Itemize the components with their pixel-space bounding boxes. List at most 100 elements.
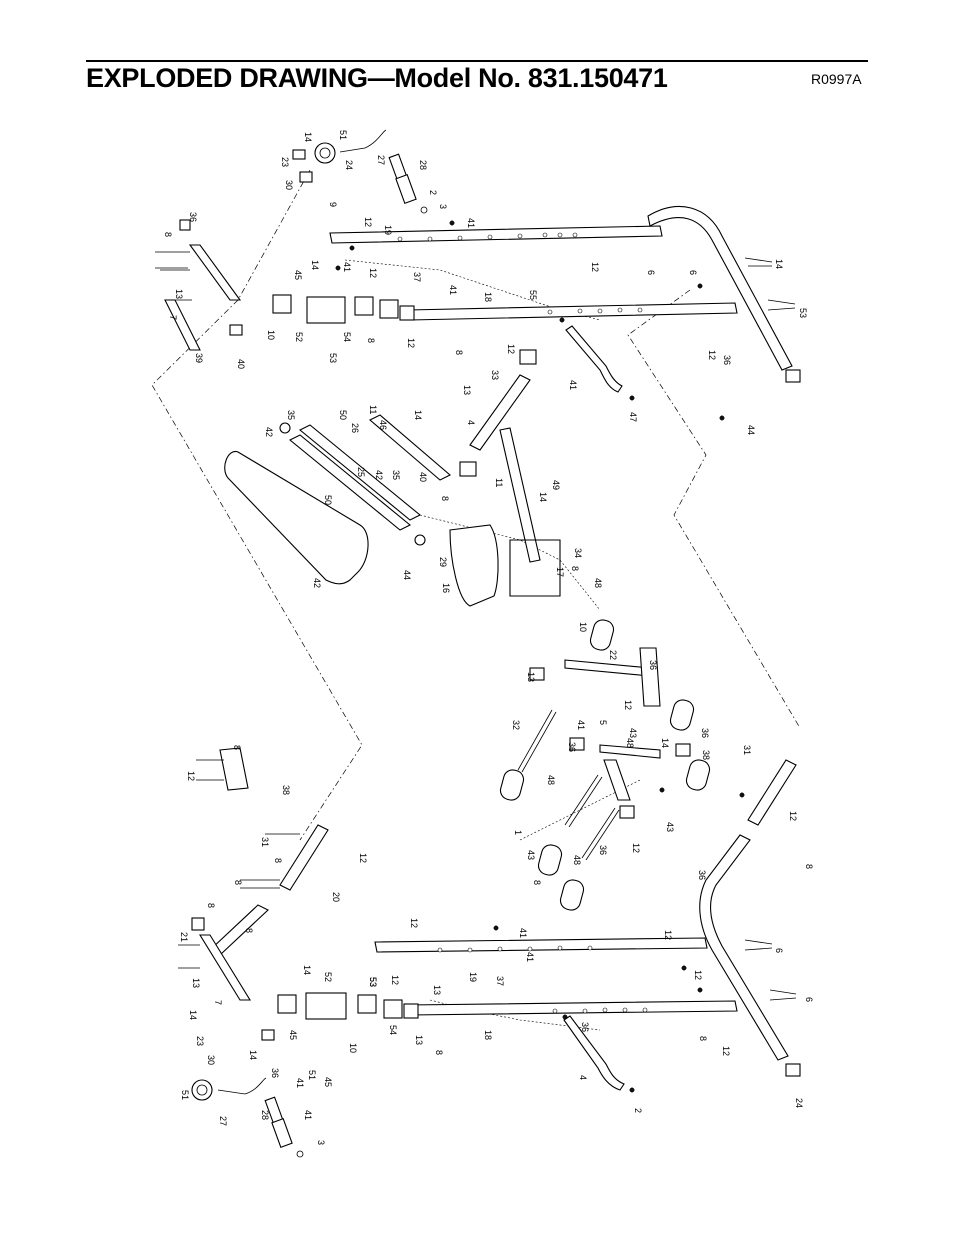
part-callout: 6 xyxy=(774,948,784,953)
crossbar-31-right xyxy=(747,759,797,826)
part-callout: 11 xyxy=(368,405,378,414)
part-callout: 30 xyxy=(206,1055,216,1065)
part-callout: 14 xyxy=(660,738,670,748)
part-callout: 12 xyxy=(506,344,516,354)
part-callout: 39 xyxy=(194,353,204,363)
part-callout: 54 xyxy=(388,1025,398,1035)
part-callout: 10 xyxy=(578,622,588,632)
part-callout: 19 xyxy=(468,972,478,982)
part-callout: 49 xyxy=(551,480,561,490)
part-callout: 36 xyxy=(580,1022,590,1032)
part-callout: 42 xyxy=(374,470,384,480)
part-callout: 36 xyxy=(697,870,707,880)
part-callout: 8 xyxy=(366,338,376,343)
part-callout: 8 xyxy=(233,880,243,885)
part-callout: 32 xyxy=(511,720,521,730)
part-callout: 54 xyxy=(342,332,352,342)
pulley-assembly-lower xyxy=(191,1077,304,1158)
part-callout: 12 xyxy=(623,700,633,710)
part-callout: 41 xyxy=(448,285,458,295)
part-callout: 8 xyxy=(163,232,173,237)
part-callout: 8 xyxy=(232,745,242,750)
part-callout: 13 xyxy=(191,978,201,988)
part-callout: 48 xyxy=(625,738,635,748)
bar-4-lower xyxy=(563,1015,625,1091)
part-callout: 41 xyxy=(576,720,586,730)
part-callout: 8 xyxy=(698,1036,708,1041)
part-callout: 12 xyxy=(358,853,368,863)
assembly-guide-mid xyxy=(419,514,601,611)
part-callout: 4 xyxy=(578,1075,588,1080)
part-callout: 13 xyxy=(526,672,536,682)
part-callout: 11 xyxy=(494,478,504,487)
frame-tube-lower-18 xyxy=(407,1000,738,1016)
part-callout: 43 xyxy=(628,728,638,738)
curved-tube-55 xyxy=(647,206,793,371)
header-rule xyxy=(86,60,868,62)
drawing-code: R0997A xyxy=(811,71,862,87)
part-callout: 12 xyxy=(390,975,400,985)
part-callout: 36 xyxy=(188,212,198,222)
part-callout: 33 xyxy=(490,370,500,380)
part-callout: 6 xyxy=(804,997,814,1002)
part-callout: 29 xyxy=(438,557,448,567)
part-callout: 38 xyxy=(701,750,711,760)
pulley-assembly-upper xyxy=(292,129,428,214)
part-callout: 12 xyxy=(590,262,600,272)
part-callout: 41 xyxy=(518,928,528,938)
part-callout: 18 xyxy=(483,292,493,302)
upright-assembly-lower xyxy=(277,992,419,1020)
part-callout: 36 xyxy=(270,1068,280,1078)
part-callout: 41 xyxy=(466,218,476,228)
part-callout: 19 xyxy=(383,225,393,235)
end-caps xyxy=(529,369,801,1077)
part-callout: 7 xyxy=(168,315,178,320)
assembly-path-left xyxy=(151,169,363,841)
part-callout: 3 xyxy=(438,204,448,209)
part-callout: 14 xyxy=(302,965,312,975)
part-callout: 13 xyxy=(462,385,472,395)
seat-pad-29 xyxy=(224,451,369,585)
frame-tube-upper-19 xyxy=(329,225,663,244)
curved-tube-20 xyxy=(699,834,789,1061)
part-callout: 8 xyxy=(532,880,542,885)
part-callout: 27 xyxy=(218,1116,228,1126)
part-callout: 41 xyxy=(303,1110,313,1120)
part-callout: 28 xyxy=(260,1110,270,1120)
part-callout: 45 xyxy=(288,1030,298,1040)
part-callout: 21 xyxy=(179,932,189,942)
part-callout: 53 xyxy=(798,308,808,318)
part-callout: 35 xyxy=(286,410,296,420)
part-callout: 51 xyxy=(338,130,348,140)
part-callout: 45 xyxy=(293,270,303,280)
part-callout: 8 xyxy=(244,928,254,933)
part-callout: 50 xyxy=(323,495,333,505)
fasteners xyxy=(155,220,797,1093)
part-callout: 12 xyxy=(363,217,373,227)
part-callout: 12 xyxy=(631,843,641,853)
part-callout: 13 xyxy=(174,289,184,299)
frame-tube-upper-18 xyxy=(407,302,738,321)
part-callout: 2 xyxy=(428,190,438,195)
part-callout: 28 xyxy=(418,160,428,170)
part-callout: 48 xyxy=(593,578,603,588)
part-callout: 12 xyxy=(707,350,717,360)
part-callout: 10 xyxy=(348,1043,358,1053)
part-callout: 43 xyxy=(665,822,675,832)
part-callout: 14 xyxy=(774,259,784,269)
part-callout: 14 xyxy=(303,132,313,142)
part-callout: 31 xyxy=(742,745,752,755)
part-callout: 6 xyxy=(646,270,656,275)
part-callout: 36 xyxy=(567,742,577,752)
pivot-tubes xyxy=(279,414,451,546)
part-callout: 47 xyxy=(628,412,638,422)
part-callout: 14 xyxy=(413,410,423,420)
part-callout: 12 xyxy=(409,918,419,928)
part-callout: 51 xyxy=(307,1070,317,1080)
part-callout: 30 xyxy=(284,180,294,190)
part-callout: 8 xyxy=(804,864,814,869)
part-callout: 14 xyxy=(248,1050,258,1060)
part-callout: 12 xyxy=(788,811,798,821)
part-callout: 25 xyxy=(356,467,366,477)
